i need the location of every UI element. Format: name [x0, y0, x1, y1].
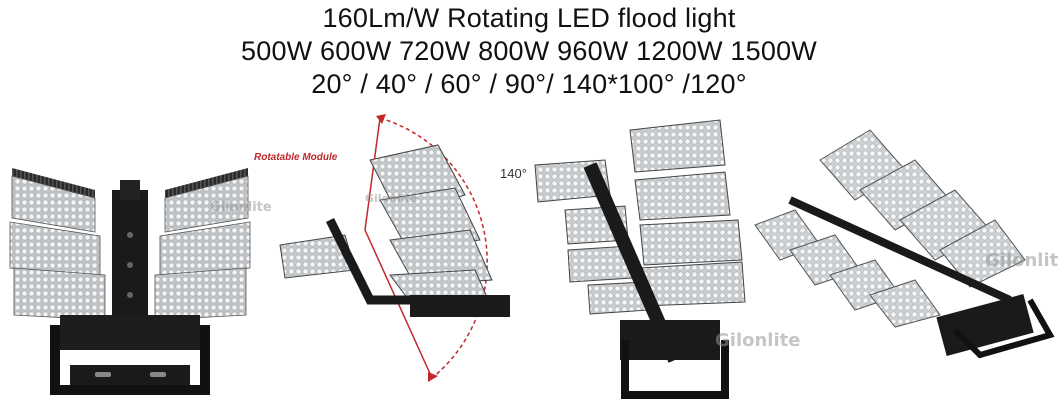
flood-light-angled-view [754, 129, 1055, 359]
driver-box [410, 295, 510, 317]
driver-box [936, 294, 1034, 356]
watermark-1: Gilonlite [210, 200, 272, 215]
mounting-bracket [952, 298, 1055, 359]
mounting-bracket [50, 325, 210, 395]
center-spine [112, 190, 148, 325]
driver-box [60, 315, 200, 350]
product-title: 160Lm/W Rotating LED flood light [322, 3, 736, 33]
watermark-2: Gilonlite [365, 192, 418, 205]
beam-angle-options: 20° / 40° / 60° / 90°/ 140*100° /120° [311, 69, 747, 99]
led-module-left-bottom [13, 267, 106, 321]
led-modules-array [754, 129, 1026, 328]
wattage-options: 500W 600W 720W 800W 960W 1200W 1500W [241, 36, 817, 66]
watermark-3: Gilonlite [715, 330, 801, 351]
led-module-left-top [11, 168, 96, 233]
led-modules-stack [534, 119, 746, 315]
rotation-angle-label: 140° [500, 166, 527, 181]
led-module-right-bottom [154, 267, 247, 321]
rotatable-module-label: Rotatable Module [254, 152, 338, 163]
arc-arrow-top [376, 114, 386, 124]
frame-arm [788, 196, 1012, 304]
flood-light-rotation-view [279, 114, 510, 382]
title-block: 160Lm/W Rotating LED flood light 500W 60… [0, 2, 1058, 101]
mounting-bracket [621, 340, 729, 399]
rotation-arc [379, 117, 488, 379]
led-modules-stack [279, 144, 496, 316]
driver-box [620, 320, 720, 360]
led-module-right-top [164, 168, 249, 233]
watermark-4: Gilonlite [985, 250, 1058, 271]
flood-light-front-view [9, 168, 251, 395]
flood-light-stacked-view [534, 119, 746, 399]
